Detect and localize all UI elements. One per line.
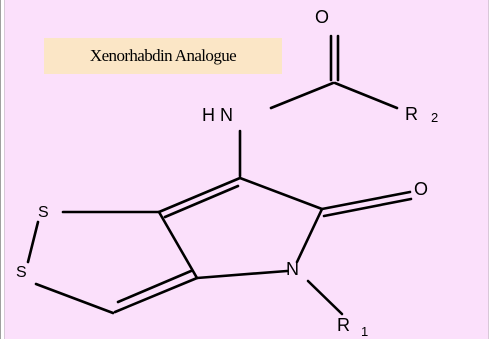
bond-lactam-carbonyl-a <box>320 190 412 211</box>
bond-ring-double-lower-a <box>113 276 199 314</box>
left-frame-border <box>0 0 5 339</box>
diagram-title: Xenorhabdin Analogue <box>89 46 237 65</box>
atom-amide-nh: H N <box>202 105 233 125</box>
atom-oxygen-carbonyl: O <box>315 7 330 27</box>
bond-ring-c4-c5 <box>238 176 324 211</box>
atom-r2-subscript: 2 <box>431 110 439 125</box>
bond-carbonyl-r2 <box>333 81 399 110</box>
right-frame-border <box>488 0 492 339</box>
bond-amide-n-carbonyl <box>269 81 335 110</box>
bond-sulfur-c6 <box>34 282 115 315</box>
atom-r2: R <box>405 104 418 124</box>
atom-r1-subscript: 1 <box>361 324 369 339</box>
bond-ring-n-c6a <box>195 269 289 280</box>
atom-oxygen-lactam: O <box>414 179 429 199</box>
bond-sulfur-sulfur <box>26 220 40 264</box>
atom-sulfur-upper: S <box>38 204 49 221</box>
bond-ring-fused <box>157 210 199 280</box>
atom-r1: R <box>337 315 350 335</box>
bond-ring-c5-n <box>295 207 324 264</box>
bond-ring-double-upper-a <box>157 176 242 214</box>
bond-n-r1 <box>306 279 344 316</box>
title-box: Xenorhabdin Analogue <box>44 38 282 74</box>
atom-ring-nitrogen: N <box>286 259 299 279</box>
bond-lactam-carbonyl-b <box>322 197 413 218</box>
bond-ring-double-lower-b <box>116 269 193 304</box>
bond-ring-double-upper-b <box>163 184 240 219</box>
atom-sulfur-lower: S <box>16 264 27 281</box>
